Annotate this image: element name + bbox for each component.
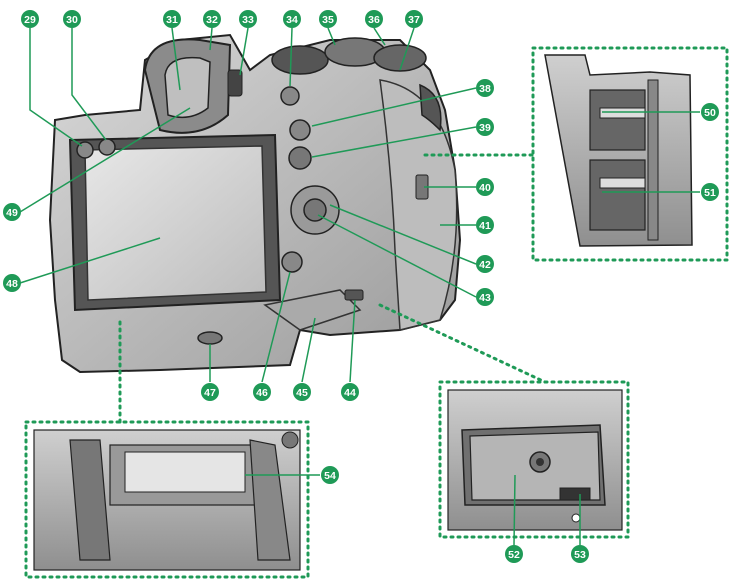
callout-32: 32	[203, 10, 221, 28]
callout-31-label: 31	[166, 14, 178, 26]
inset-grip-side	[24, 420, 310, 579]
callout-38: 38	[476, 79, 494, 97]
callout-37-label: 37	[408, 14, 420, 26]
callout-32-label: 32	[206, 14, 218, 26]
camera-body	[48, 33, 462, 374]
callout-33: 33	[239, 10, 257, 28]
callout-36-label: 36	[368, 14, 380, 26]
callout-43-label: 43	[479, 292, 491, 304]
connector-line	[378, 303, 547, 384]
callout-30: 30	[63, 10, 81, 28]
callout-36: 36	[365, 10, 383, 28]
callout-49: 49	[3, 203, 21, 221]
inset-card-slots	[531, 46, 729, 262]
callout-35-label: 35	[322, 14, 334, 26]
callout-54: 54	[321, 466, 339, 484]
callout-39: 39	[476, 118, 494, 136]
callout-50: 50	[701, 103, 719, 121]
inset-battery-compartment	[438, 380, 630, 539]
callout-38-label: 38	[479, 83, 491, 95]
callout-30-label: 30	[66, 14, 78, 26]
callout-37: 37	[405, 10, 423, 28]
callout-34-label: 34	[286, 14, 298, 26]
callout-42: 42	[476, 255, 494, 273]
callout-31: 31	[163, 10, 181, 28]
callout-47-label: 47	[204, 387, 216, 399]
callout-52-label: 52	[508, 549, 520, 561]
callout-44-label: 44	[344, 387, 356, 399]
callout-48: 48	[3, 274, 21, 292]
callout-53-label: 53	[574, 549, 586, 561]
callout-45-label: 45	[296, 387, 308, 399]
callout-44: 44	[341, 383, 359, 401]
callout-40: 40	[476, 178, 494, 196]
callout-50-label: 50	[704, 107, 716, 119]
callout-43: 43	[476, 288, 494, 306]
leader-lines	[19, 27, 700, 546]
callout-35: 35	[319, 10, 337, 28]
callout-54-label: 54	[324, 470, 336, 482]
callout-41: 41	[476, 216, 494, 234]
callout-45: 45	[293, 383, 311, 401]
callout-29: 29	[21, 10, 39, 28]
callout-46: 46	[253, 383, 271, 401]
callout-29-label: 29	[24, 14, 36, 26]
callout-53: 53	[571, 545, 589, 563]
callout-52: 52	[505, 545, 523, 563]
callout-51: 51	[701, 183, 719, 201]
callout-39-label: 39	[479, 122, 491, 134]
callout-40-label: 40	[479, 182, 491, 194]
callout-46-label: 46	[256, 387, 268, 399]
callout-34: 34	[283, 10, 301, 28]
callout-47: 47	[201, 383, 219, 401]
callout-42-label: 42	[479, 259, 491, 271]
callout-51-label: 51	[704, 187, 716, 199]
callout-33-label: 33	[242, 14, 254, 26]
callout-49-label: 49	[6, 207, 18, 219]
callout-48-label: 48	[6, 278, 18, 290]
callout-41-label: 41	[479, 220, 491, 232]
